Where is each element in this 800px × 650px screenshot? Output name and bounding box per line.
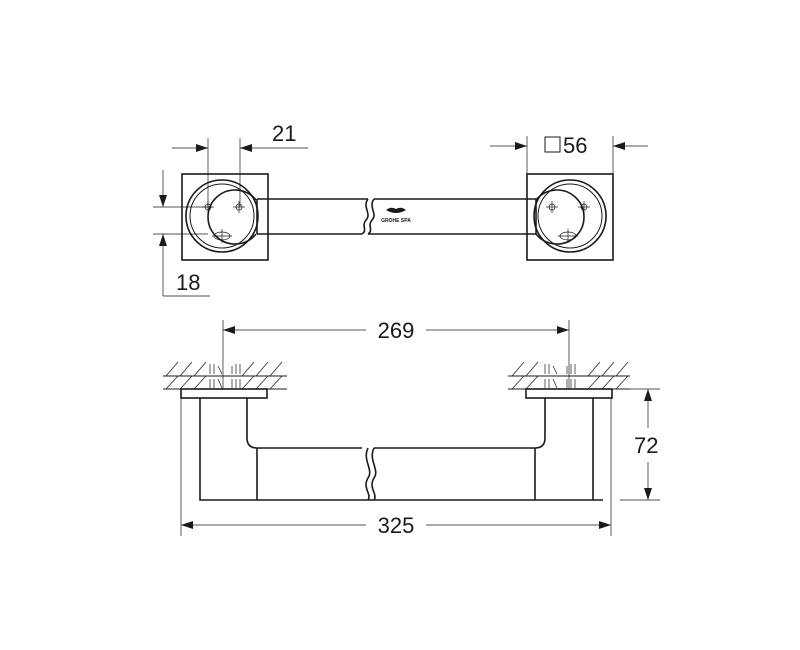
left-rosette-outer-ring [185,179,259,253]
break-line [371,447,377,501]
break-line [361,198,369,235]
dimension-label-269: 269 [378,318,415,343]
wall-hatch-left [163,361,287,390]
dimension-overall-length: 325 [180,398,612,538]
top-bar: GROHE SPA [256,198,537,235]
left-post [180,388,536,501]
square-symbol-icon [544,136,561,153]
dimension-label-56: 56 [563,133,587,158]
dimension-label-325: 325 [378,513,415,538]
top-view: GROHE SPA 21 18 [153,121,648,297]
left-rosette-square [181,173,269,261]
break-line [367,198,375,235]
right-screw-holes [546,201,590,243]
right-rosette-opening [535,189,585,245]
brand-logo-icon [386,207,406,213]
right-rosette-outer-ring [533,179,607,253]
dimension-projection: 72 [612,388,660,501]
dimension-rosette-size: 56 [490,133,648,174]
break-line [365,447,371,501]
right-rosette-square [526,173,614,261]
dimension-label-21: 21 [272,121,296,146]
brand-logo-text: GROHE SPA [381,218,411,224]
dimension-hole-offset: 18 [153,170,210,297]
dimension-hole-spacing: 21 [172,121,308,207]
right-post [374,388,613,501]
left-rosette-inner-ring [189,183,255,249]
dimension-label-72: 72 [634,433,658,458]
side-view: 269 325 72 [163,318,660,538]
dimension-center-distance: 269 [222,318,570,389]
dimension-label-18: 18 [176,270,200,295]
right-rosette-inner-ring [537,183,603,249]
